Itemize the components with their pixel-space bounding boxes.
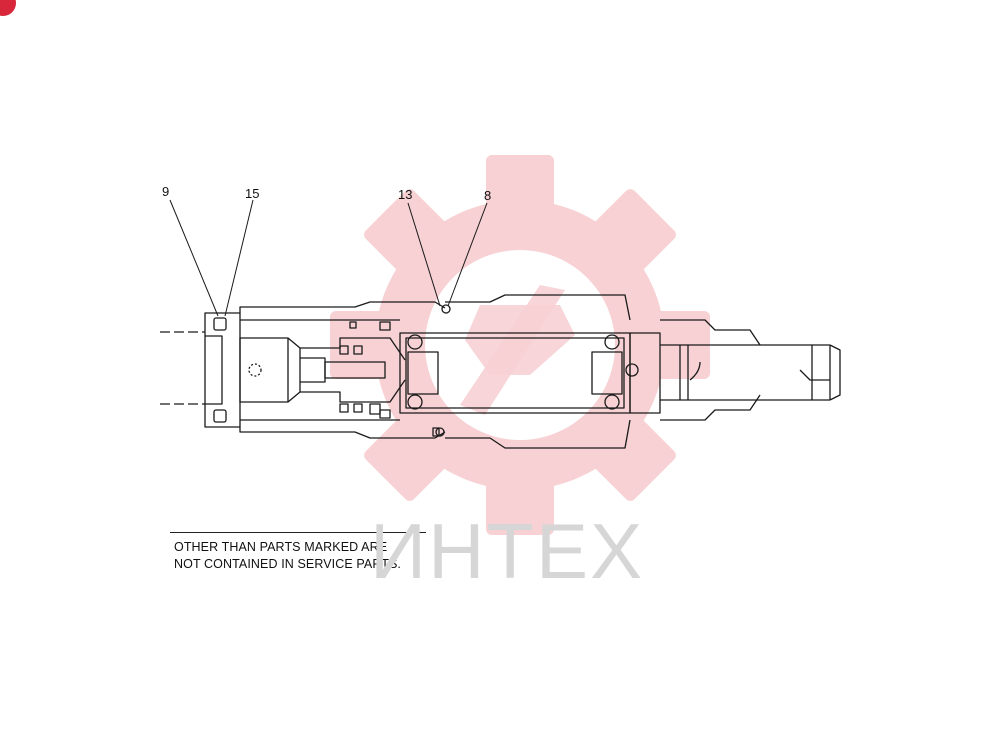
note-line-1: OTHER THAN PARTS MARKED ARE [174, 540, 388, 554]
callout-8: 8 [484, 188, 492, 203]
callout-15: 15 [245, 186, 260, 201]
callout-9: 9 [162, 184, 170, 199]
callout-13: 13 [398, 187, 413, 202]
watermark-text: ИНТЕХ [370, 507, 645, 595]
note-line-2: NOT CONTAINED IN SERVICE PARTS. [174, 557, 401, 571]
corner-badge-icon [0, 0, 16, 16]
note-divider [170, 532, 426, 533]
service-parts-note: OTHER THAN PARTS MARKED ARE NOT CONTAINE… [174, 539, 401, 573]
